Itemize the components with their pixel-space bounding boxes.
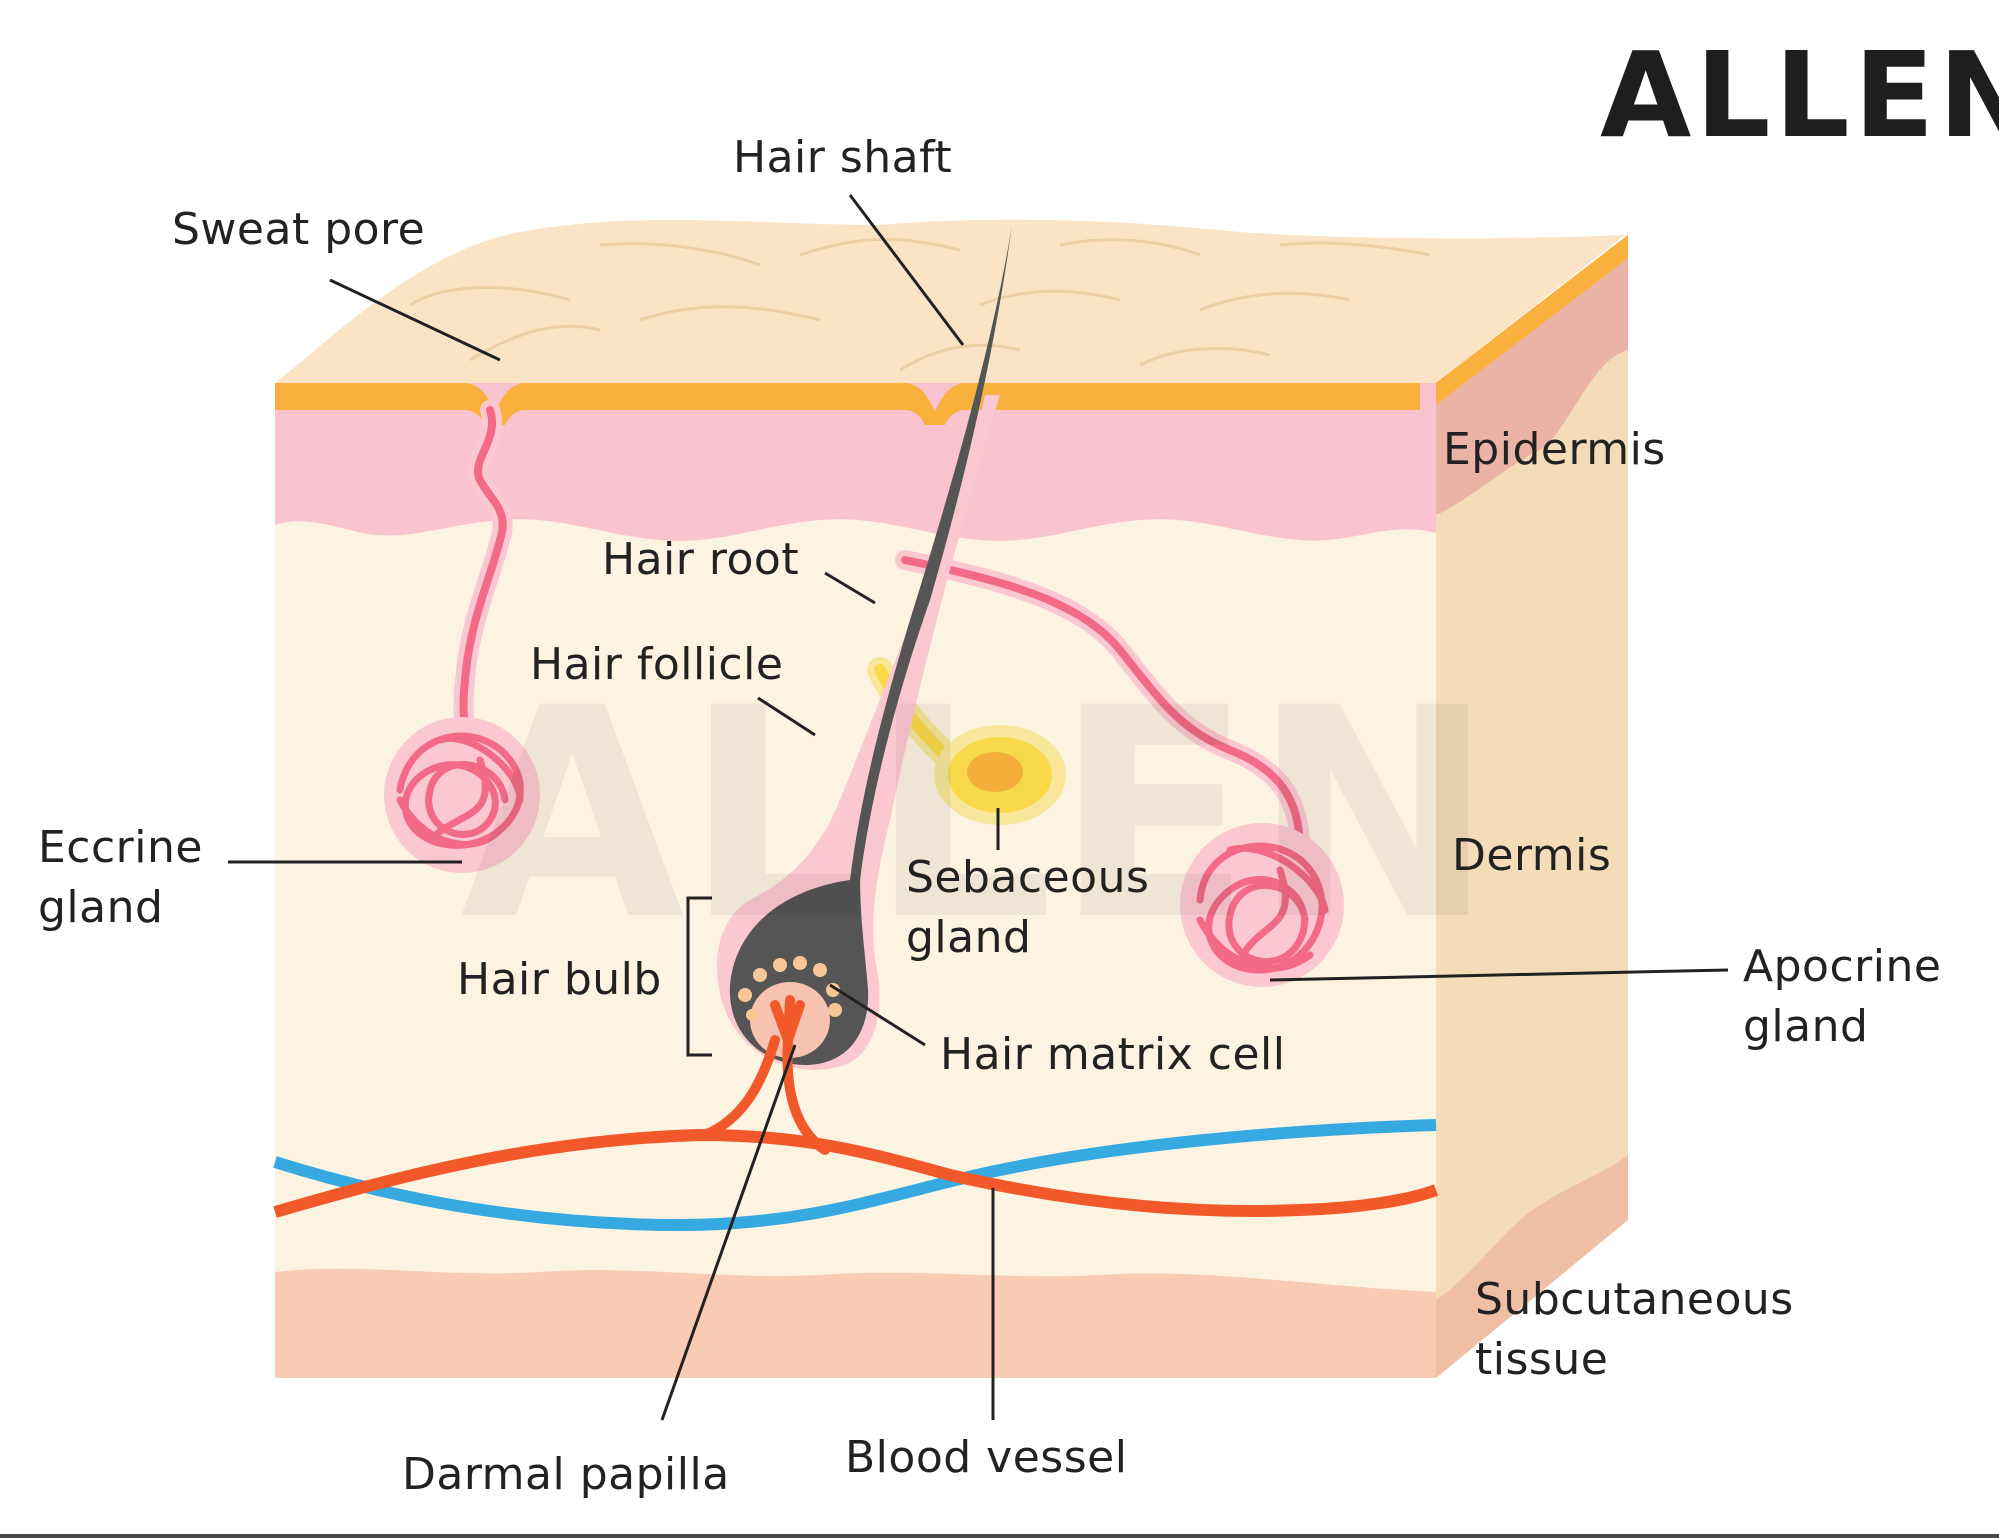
side-stratum: [1436, 235, 1628, 405]
artery-branches: [700, 995, 830, 1155]
label-hair-shaft: Hair shaft: [733, 132, 953, 183]
side-subcutaneous: [1436, 1155, 1628, 1378]
vein: [273, 1119, 1437, 1232]
bottom-rule: [0, 1534, 1999, 1538]
subcutaneous-layer: [275, 1268, 1436, 1378]
label-subcutaneous-tissue-line1: Subcutaneous: [1475, 1274, 1794, 1325]
label-eccrine-gland-line2: gland: [38, 882, 164, 933]
label-epidermis: Epidermis: [1443, 424, 1666, 475]
watermark-text: ALLEN: [460, 647, 1495, 984]
label-sebaceous-gland-line2: gland: [906, 912, 1032, 963]
surface-creases: [409, 237, 1431, 372]
label-hair-root: Hair root: [602, 534, 800, 585]
label-apocrine-gland-line1: Apocrine: [1743, 941, 1942, 992]
hair-matrix-cells: [738, 956, 842, 1021]
label-hair-follicle: Hair follicle: [530, 639, 784, 690]
label-darmal-papilla: Darmal papilla: [402, 1449, 730, 1500]
side-epidermis: [1436, 235, 1628, 515]
epidermis-layer: [275, 383, 1436, 541]
label-dermis: Dermis: [1452, 830, 1612, 881]
artery: [273, 1128, 1439, 1218]
label-subcutaneous-tissue-line2: tissue: [1475, 1334, 1609, 1385]
skin-surface: [275, 219, 1625, 383]
label-hair-matrix-cell: Hair matrix cell: [940, 1029, 1286, 1080]
leader-lines: [228, 194, 1729, 1421]
eccrine-gland: [384, 400, 540, 873]
label-sweat-pore: Sweat pore: [172, 204, 426, 255]
sebaceous-gland: [867, 657, 1066, 825]
label-hair-bulb: Hair bulb: [457, 954, 662, 1005]
stratum-band: [275, 383, 1420, 425]
label-apocrine-gland-line2: gland: [1743, 1001, 1869, 1052]
side-face: [1436, 235, 1628, 1378]
apocrine-gland: [895, 550, 1344, 987]
allen-logo: ALLEN: [1600, 26, 1999, 164]
label-eccrine-gland-line1: Eccrine: [38, 822, 203, 873]
label-sebaceous-gland-line1: Sebaceous: [906, 852, 1150, 903]
label-blood-vessel: Blood vessel: [845, 1432, 1128, 1483]
